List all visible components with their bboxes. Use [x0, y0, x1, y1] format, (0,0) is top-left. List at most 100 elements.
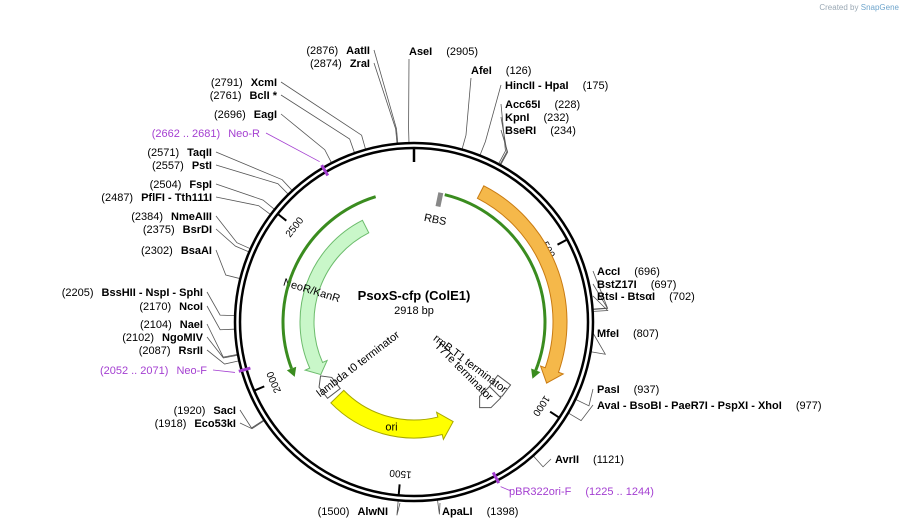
- leader-hincii-hpai-175: [479, 84, 502, 155]
- leader-eco53ki-1918: [239, 420, 264, 430]
- site-leader-lines: [206, 49, 609, 516]
- orange-cds-feature: [476, 185, 568, 384]
- site-afei-126[interactable]: AfeI(126): [471, 65, 531, 77]
- primer-neo-r[interactable]: (2662 .. 2681)Neo-R: [152, 128, 260, 140]
- site-rsrii-2087[interactable]: (2087)RsrII: [139, 345, 203, 357]
- site-pasi-937[interactable]: PasI(937): [597, 384, 659, 396]
- site-acc65i-228[interactable]: Acc65I(228): [505, 99, 580, 111]
- site-name: BsaAI: [181, 245, 212, 257]
- site-avai-bsobi-paer7i-pspxi-xhoi-977[interactable]: AvaI - BsoBI - PaeR7I - PspXI - XhoI(977…: [597, 400, 822, 412]
- site-bcli-2761[interactable]: (2761)BclI *: [210, 90, 278, 102]
- site-bseri-234[interactable]: BseRI (234): [505, 125, 576, 137]
- site-position: (2876): [306, 45, 338, 57]
- leader-avai-bsobi-paer7i-pspxi-xhoi-977: [568, 404, 594, 422]
- rbs-label: RBS: [423, 212, 448, 228]
- site-zrai-2874[interactable]: (2874)ZraI: [310, 58, 370, 70]
- site-name: TaqII: [187, 147, 212, 159]
- site-name: NaeI: [180, 319, 203, 331]
- site-name: BseRI: [505, 125, 536, 137]
- site-name: AatII: [346, 45, 370, 57]
- site-hincii-hpai-175[interactable]: HincII - HpaI(175): [505, 80, 608, 92]
- green-arc-left: [281, 195, 377, 370]
- site-bsshii-nspi-sphi-2205[interactable]: (2205)BssHII - NspI - SphI: [62, 287, 203, 299]
- green-arc-left-arrowhead: [286, 366, 297, 377]
- tick-label-2500: 2500: [284, 215, 307, 240]
- site-eagi-2696[interactable]: (2696) EagI: [214, 109, 277, 121]
- site-name: ZraI: [350, 58, 370, 70]
- green-arc-right: [444, 193, 547, 371]
- site-name: AseI: [409, 46, 432, 58]
- ori-feature: [330, 389, 454, 441]
- site-xcmi-2791[interactable]: (2791) XcmI: [211, 77, 277, 89]
- site-position: (1121): [593, 454, 624, 466]
- site-position: (1920): [174, 405, 206, 417]
- site-aatii-2876[interactable]: (2876) AatII: [306, 45, 370, 57]
- site-name: BclI *: [249, 90, 277, 102]
- site-bsaai-2302[interactable]: (2302) BsaAI: [141, 245, 212, 257]
- site-bsrdi-2375[interactable]: (2375)BsrDI: [143, 224, 212, 236]
- leader-bcli-2761: [280, 94, 355, 153]
- site-mfei-807[interactable]: MfeI(807): [597, 328, 659, 340]
- site-position: (696): [634, 266, 660, 278]
- site-position: (2504): [150, 179, 182, 191]
- site-position: (2384): [131, 211, 163, 223]
- site-taqii-2571[interactable]: (2571)TaqII: [147, 147, 212, 159]
- site-eco53ki-1918[interactable]: (1918)Eco53kI: [155, 418, 236, 430]
- primer-neo-f[interactable]: (2052 .. 2071)Neo-F: [100, 365, 207, 377]
- plasmid-name: PsoxS-cfp (ColE1): [358, 288, 471, 303]
- site-nmeaiii-2384[interactable]: (2384)NmeAIII: [131, 211, 212, 223]
- site-name: EagI: [254, 109, 277, 121]
- site-apali-1398[interactable]: ApaLI(1398): [442, 506, 518, 518]
- primer-pbr322ori-f[interactable]: pBR322ori-F(1225 .. 1244): [509, 486, 654, 498]
- site-position: (807): [633, 328, 659, 340]
- leader-kpni-232: [499, 116, 508, 165]
- site-asei-2905[interactable]: AseI (2905): [409, 46, 478, 58]
- plasmid-center-title: PsoxS-cfp (ColE1) 2918 bp: [358, 288, 471, 317]
- leader-saci-1920: [239, 409, 264, 429]
- site-alwni-1500[interactable]: (1500)AlwNI: [318, 506, 388, 518]
- site-ngomiv-2102[interactable]: (2102)NgoMIV: [122, 332, 203, 344]
- site-naei-2104[interactable]: (2104) NaeI: [140, 319, 203, 331]
- site-name: NgoMIV: [162, 332, 204, 344]
- site-position: (234): [550, 125, 576, 137]
- leader-bstz17i-697: [592, 283, 609, 310]
- leader-bseri-234: [500, 129, 509, 165]
- site-pflfi-tth111i-2487[interactable]: (2487)PflFI - Tth111I: [101, 192, 212, 204]
- site-position: (2791): [211, 77, 243, 89]
- site-position: (2104): [140, 319, 172, 331]
- site-name: NcoI: [179, 301, 203, 313]
- t7te-glyph: [479, 385, 502, 409]
- site-name: BtsI - BtsαI: [597, 291, 655, 303]
- leader-naei-2104: [206, 323, 238, 358]
- primer-range: (2662 .. 2681): [152, 128, 221, 140]
- site-acci-696[interactable]: AccI(696): [597, 266, 660, 278]
- site-fspi-2504[interactable]: (2504)FspI: [150, 179, 212, 191]
- site-position: (2905): [446, 46, 478, 58]
- tick-label-2000: 2000: [265, 369, 284, 394]
- leader-fspi-2504: [215, 183, 275, 210]
- site-name: XcmI: [251, 77, 277, 89]
- site-position: (1500): [318, 506, 350, 518]
- site-position: (2696): [214, 109, 246, 121]
- site-name: PflFI - Tth111I: [141, 192, 212, 204]
- site-saci-1920[interactable]: (1920)SacI: [174, 405, 236, 417]
- leader-taqii-2571: [215, 151, 292, 191]
- site-position: (2302): [141, 245, 173, 257]
- site-bstz17i-697[interactable]: BstZ17I(697): [597, 279, 676, 291]
- site-position: (937): [634, 384, 660, 396]
- site-name: KpnI: [505, 112, 529, 124]
- primer-leader-neo-f: [212, 369, 236, 373]
- leader-pflfi-tth111i-2487: [215, 196, 271, 215]
- site-name: AfeI: [471, 65, 492, 77]
- leader-zrai-2874: [373, 62, 398, 143]
- site-kpni-232[interactable]: KpnI(232): [505, 112, 569, 124]
- site-psti-2557[interactable]: (2557)PstI: [152, 160, 212, 172]
- site-avrii-1121[interactable]: AvrII(1121): [555, 454, 624, 466]
- site-labels: HincII - HpaI(175)Acc65I(228)KpnI(232)Bs…: [62, 45, 822, 518]
- site-position: (2087): [139, 345, 171, 357]
- lambda-label: lambda t0 terminator: [315, 329, 403, 400]
- site-ncoi-2170[interactable]: (2170)NcoI: [139, 301, 203, 313]
- site-btsi-bts-i-702[interactable]: BtsI - BtsαI(702): [597, 291, 695, 303]
